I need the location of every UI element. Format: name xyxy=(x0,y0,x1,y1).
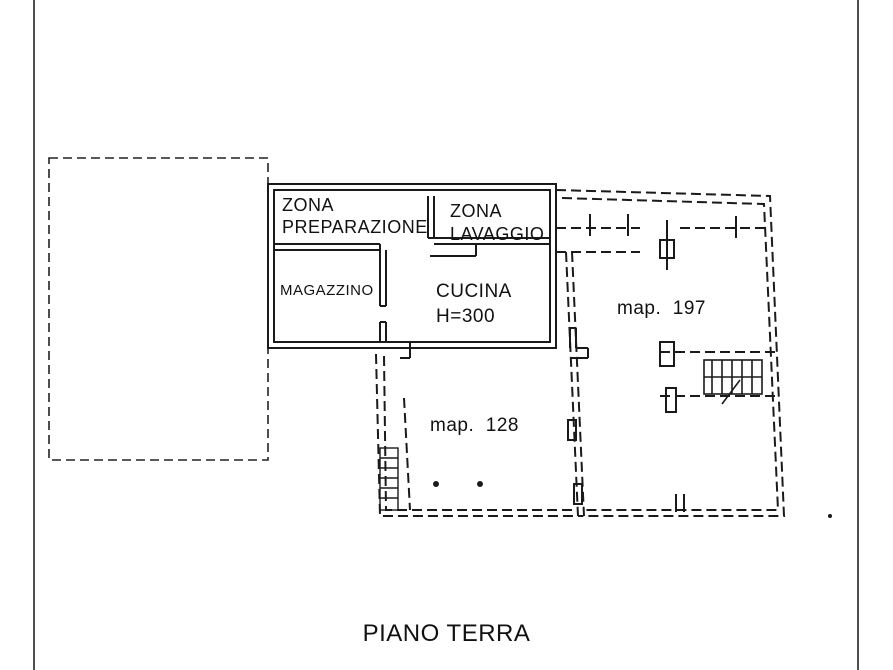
external-annex-dashed xyxy=(48,157,269,461)
zona-preparazione-line-1: ZONA xyxy=(282,195,335,215)
staircase xyxy=(703,359,763,405)
sheet-frame xyxy=(33,0,859,670)
cucina-height: H=300 xyxy=(436,306,496,327)
room-label-magazzino: MAGAZZINO xyxy=(280,282,374,299)
kitchen-block-walls xyxy=(267,183,589,359)
right-block-dashed-walls xyxy=(555,189,786,517)
floor-title: PIANO TERRA xyxy=(362,620,531,647)
cucina-name: CUCINA xyxy=(436,281,512,302)
room-label-cucina: CUCINA H=300 xyxy=(436,282,512,326)
map-128-dots xyxy=(433,481,832,518)
wall-junction-marks xyxy=(567,214,737,512)
zona-preparazione-line-2: PREPARAZIONE xyxy=(282,217,428,237)
room-label-zona-preparazione: ZONA PREPARAZIONE xyxy=(282,196,428,236)
room-label-map-128: map. 128 xyxy=(430,415,519,436)
hatched-stair-left xyxy=(379,447,399,511)
zona-lavaggio-line-2: LAVAGGIO xyxy=(450,224,545,244)
room-label-zona-lavaggio: ZONA LAVAGGIO xyxy=(450,202,544,243)
zona-lavaggio-line-1: ZONA xyxy=(450,201,503,221)
room-label-map-197: map. 197 xyxy=(617,298,706,319)
